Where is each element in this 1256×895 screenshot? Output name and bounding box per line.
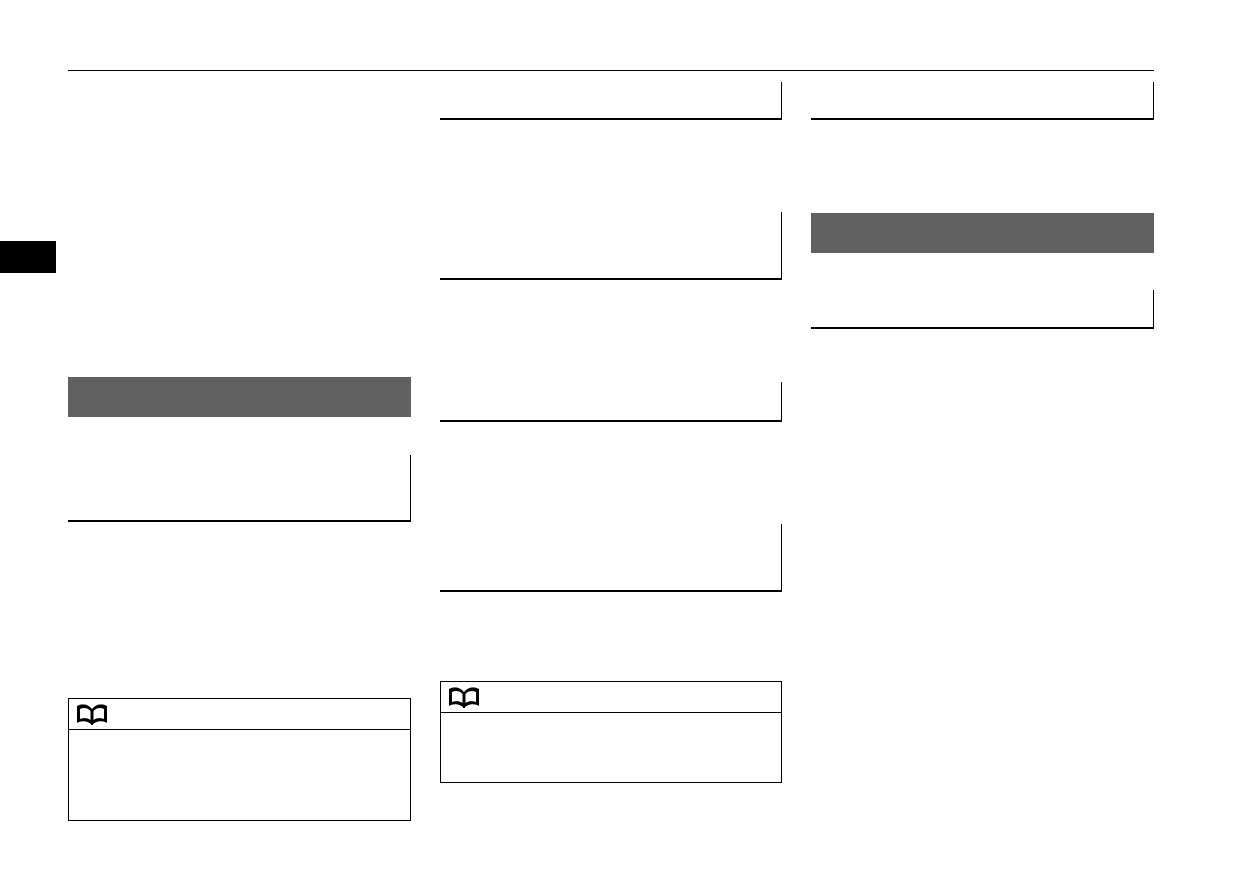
chapter-tab-marker xyxy=(0,241,56,273)
right-section-bar xyxy=(811,213,1154,253)
left-note-header xyxy=(69,699,410,730)
middle-note-box xyxy=(440,681,782,783)
right-heading-box-2 xyxy=(811,290,1154,329)
left-section-bar xyxy=(68,377,411,417)
middle-heading-box-4 xyxy=(440,524,782,592)
middle-note-header xyxy=(441,682,781,713)
header-rule xyxy=(68,70,1154,71)
left-note-box xyxy=(68,698,411,821)
open-book-icon xyxy=(449,687,479,708)
middle-heading-box-2 xyxy=(440,212,782,280)
right-heading-box-1 xyxy=(811,82,1154,120)
middle-heading-box-3 xyxy=(440,382,782,422)
left-heading-box xyxy=(68,455,411,522)
open-book-icon xyxy=(77,704,107,725)
middle-heading-box-1 xyxy=(440,82,782,120)
